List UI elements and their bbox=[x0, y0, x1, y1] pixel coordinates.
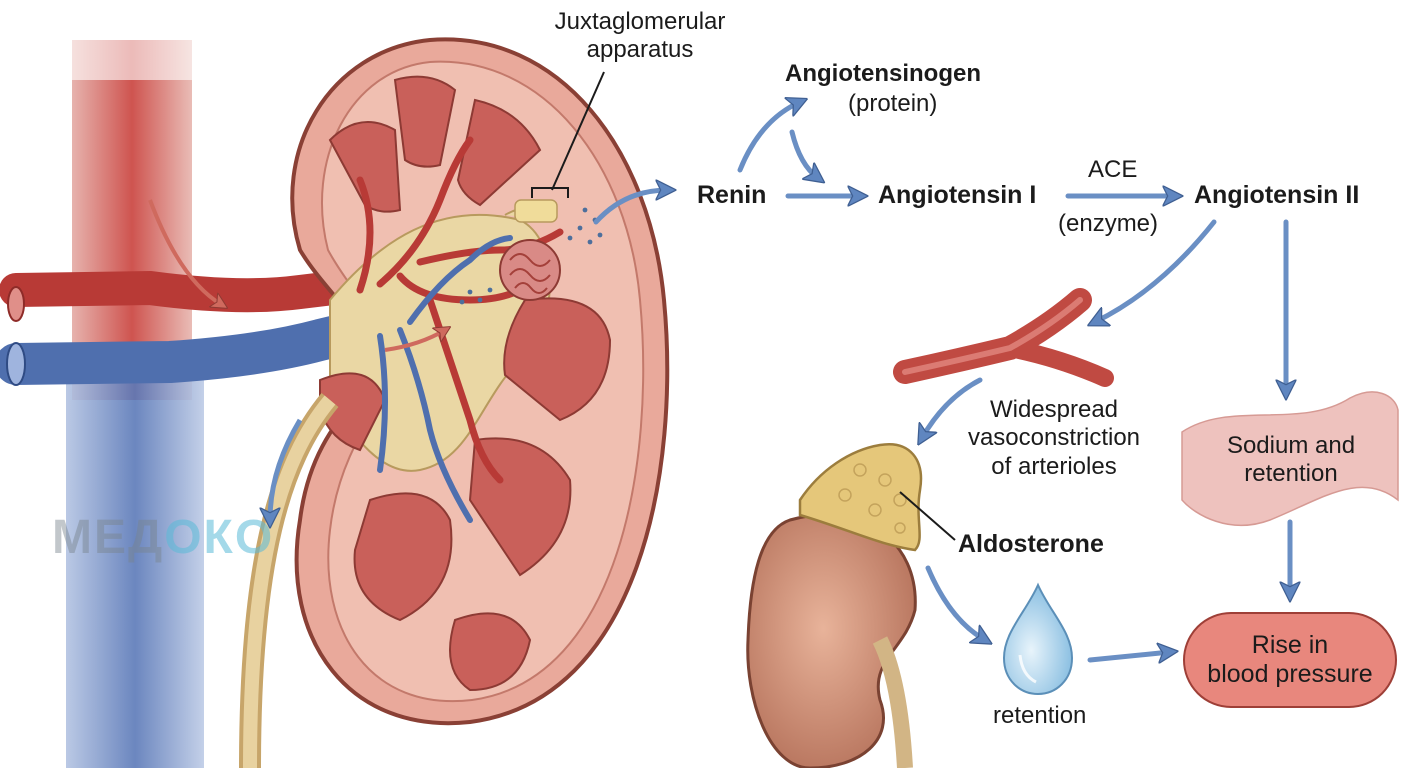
label-sodium-line2: retention bbox=[1244, 460, 1338, 488]
label-vasoconstriction-line3: of arterioles bbox=[991, 452, 1117, 480]
arrow-arteriole-to-adrenal bbox=[922, 377, 983, 438]
water-drop-icon bbox=[1002, 582, 1074, 696]
arrow-water-to-bp bbox=[1087, 652, 1170, 660]
jga-pointer bbox=[531, 71, 605, 198]
renal-vein bbox=[0, 295, 441, 386]
label-ace: ACE bbox=[1088, 156, 1138, 183]
rise-bp-box: Rise in blood pressure bbox=[1183, 612, 1397, 708]
label-water-retention: retention bbox=[993, 702, 1087, 729]
renal-artery bbox=[0, 263, 417, 322]
label-juxtaglomerular-line1: Juxtaglomerular bbox=[554, 8, 726, 35]
renal-pyramids bbox=[319, 75, 612, 692]
label-juxtaglomerular-line2: apparatus bbox=[586, 36, 694, 64]
kidney-cross-section bbox=[239, 37, 670, 768]
aorta bbox=[72, 40, 192, 400]
label-sodium-line1: Sodium and bbox=[1226, 432, 1356, 459]
watermark-main: МЕД bbox=[52, 511, 165, 564]
glomerulus bbox=[499, 199, 561, 301]
arrow-angiotensin2-to-arteriole bbox=[1095, 219, 1217, 322]
label-vasoconstriction-line2: vasoconstriction bbox=[967, 424, 1141, 452]
label-renin: Renin bbox=[697, 181, 767, 209]
pathway-arrows bbox=[593, 102, 1290, 660]
label-vasoconstriction-line1: Widespread bbox=[989, 396, 1119, 423]
label-angiotensinogen: Angiotensinogen bbox=[785, 60, 981, 87]
watermark-logo: МЕДОКО bbox=[52, 510, 274, 565]
label-protein: (protein) bbox=[848, 90, 938, 117]
watermark-accent: ОКО bbox=[164, 511, 275, 564]
arrow-jga-to-renin bbox=[593, 190, 668, 225]
arrow-angiotensinogen-to-angiotensin1 bbox=[789, 129, 818, 178]
constricted-arteriole bbox=[893, 288, 1114, 387]
renin-granules bbox=[459, 207, 603, 305]
arrow-aldosterone-to-water bbox=[925, 565, 985, 640]
label-angiotensin-1: Angiotensin I bbox=[878, 181, 1037, 209]
label-rise-bp-line2: blood pressure bbox=[1207, 660, 1373, 688]
arrow-renin-to-angiotensinogen bbox=[737, 102, 800, 173]
blood-flow-arrows bbox=[148, 199, 445, 352]
adrenal-gland bbox=[798, 442, 923, 552]
kidney-with-adrenal bbox=[746, 442, 956, 768]
urine-flow-arrow bbox=[270, 418, 303, 520]
label-vasoconstriction: Widespread vasoconstriction of arteriole… bbox=[946, 396, 1162, 481]
label-sodium-retention: Sodium and retention bbox=[1196, 432, 1386, 489]
sodium-banner bbox=[1181, 391, 1399, 527]
label-rise-bp-line1: Rise in bbox=[1251, 631, 1329, 660]
label-enzyme: (enzyme) bbox=[1058, 210, 1159, 237]
label-angiotensin-2: Angiotensin II bbox=[1194, 181, 1360, 209]
interlobar-veins bbox=[377, 235, 513, 523]
vena-cava bbox=[66, 360, 204, 768]
label-aldosterone: Aldosterone bbox=[958, 530, 1104, 558]
label-juxtaglomerular: Juxtaglomerular apparatus bbox=[540, 8, 740, 65]
